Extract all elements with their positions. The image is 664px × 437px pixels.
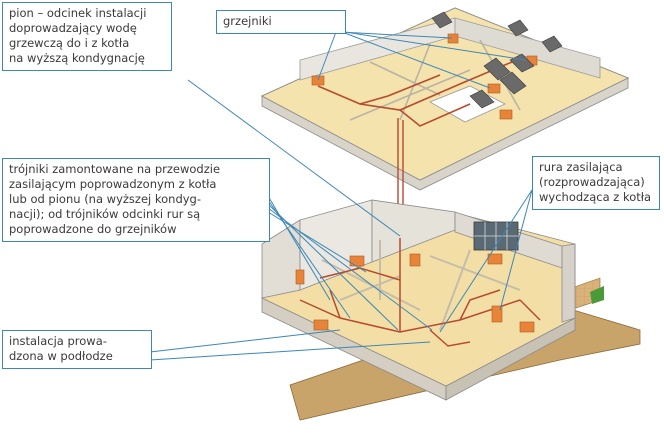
window-frame bbox=[474, 222, 518, 250]
label-pion: pion – odcinek instalacji doprowadzający… bbox=[2, 2, 172, 71]
label-trojniki-line: lub od pionu (na wyższej kondyg- bbox=[9, 192, 202, 206]
label-instalacja-line: dzona w podłodze bbox=[9, 349, 113, 363]
right-wall bbox=[561, 243, 576, 323]
label-rura-line: wychodząca z kotła bbox=[539, 190, 652, 204]
label-grzejniki: grzejniki bbox=[216, 10, 346, 34]
label-trojniki-line: poprowadzone do grzejników bbox=[9, 222, 177, 236]
upper-pipes bbox=[317, 61, 513, 127]
label-instalacja: instalacja prowa- dzona w podłodze bbox=[2, 330, 152, 369]
label-pion-line: na wyższą kondygnację bbox=[9, 51, 145, 65]
radiator-icon bbox=[311, 75, 325, 86]
radiator-icon bbox=[519, 321, 535, 333]
label-rura: rura zasilająca (rozprowadzająca) wychod… bbox=[532, 156, 660, 210]
label-rura-line: rura zasilająca bbox=[539, 160, 623, 174]
radiator-icon bbox=[409, 253, 421, 267]
radiator-icon bbox=[313, 319, 329, 331]
label-pion-line: grzewczą do i z kotła bbox=[9, 36, 130, 50]
grass bbox=[590, 286, 604, 304]
boiler-icon bbox=[295, 269, 305, 285]
roof-window-icon bbox=[431, 11, 563, 109]
label-trojniki: trójniki zamontowane na przewodzie zasil… bbox=[2, 158, 270, 242]
label-pion-line: pion – odcinek instalacji bbox=[9, 6, 147, 20]
label-pion-line: doprowadzający wodę bbox=[9, 21, 137, 35]
label-trojniki-line: zasilającym poprowadzonym z kotła bbox=[9, 177, 217, 191]
radiator-icon bbox=[499, 109, 513, 120]
radiator-icon bbox=[349, 255, 365, 267]
label-trojniki-line: trójniki zamontowane na przewodzie bbox=[9, 162, 221, 176]
label-grzejniki-line: grzejniki bbox=[223, 14, 272, 28]
radiator-icon bbox=[487, 253, 503, 265]
radiator-icon bbox=[447, 33, 459, 44]
label-trojniki-line: nacji); od trójników odcinki rur są bbox=[9, 207, 201, 221]
radiator-icon bbox=[491, 305, 503, 323]
leader-lines bbox=[149, 31, 533, 361]
label-instalacja-line: instalacja prowa- bbox=[9, 334, 107, 348]
radiator-icon bbox=[487, 83, 501, 94]
upper-partitions bbox=[349, 39, 521, 121]
label-rura-line: (rozprowadzająca) bbox=[539, 175, 645, 189]
ground-floor bbox=[261, 199, 641, 421]
upper-floor bbox=[260, 7, 630, 191]
